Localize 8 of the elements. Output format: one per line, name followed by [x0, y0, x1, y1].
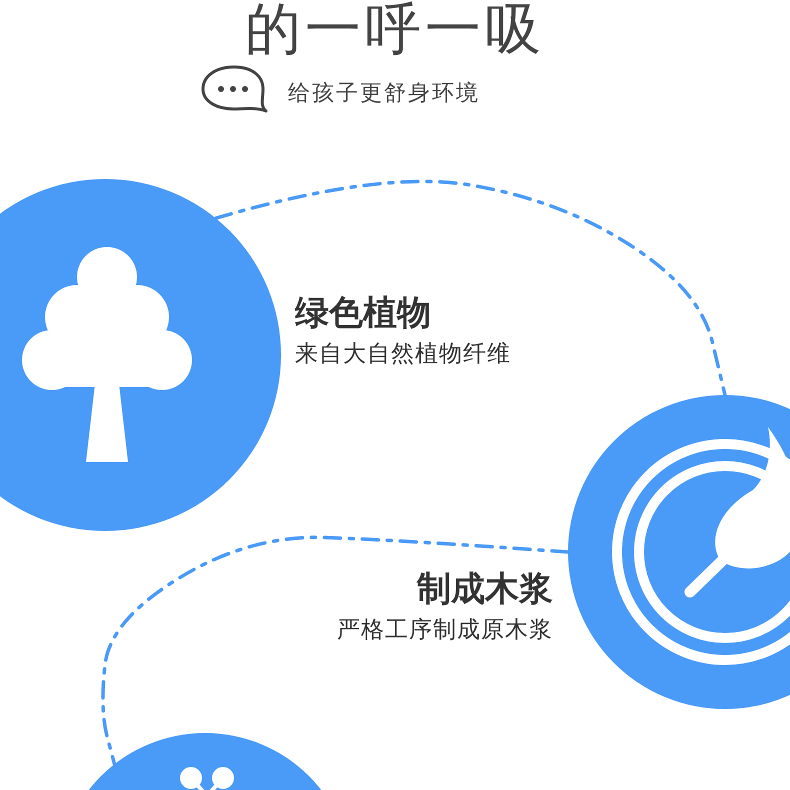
step-heading: 制成木浆: [417, 568, 553, 611]
dashed-connector: [214, 180, 727, 397]
step-description: 严格工序制成原木浆: [337, 616, 553, 645]
step-description: 来自大自然植物纤维: [295, 340, 511, 369]
dashed-connector: [101, 536, 570, 766]
title: 的一呼一吸: [244, 2, 546, 58]
subtitle: 给孩子更舒身环境: [288, 80, 480, 108]
step-heading: 绿色植物: [295, 292, 431, 335]
